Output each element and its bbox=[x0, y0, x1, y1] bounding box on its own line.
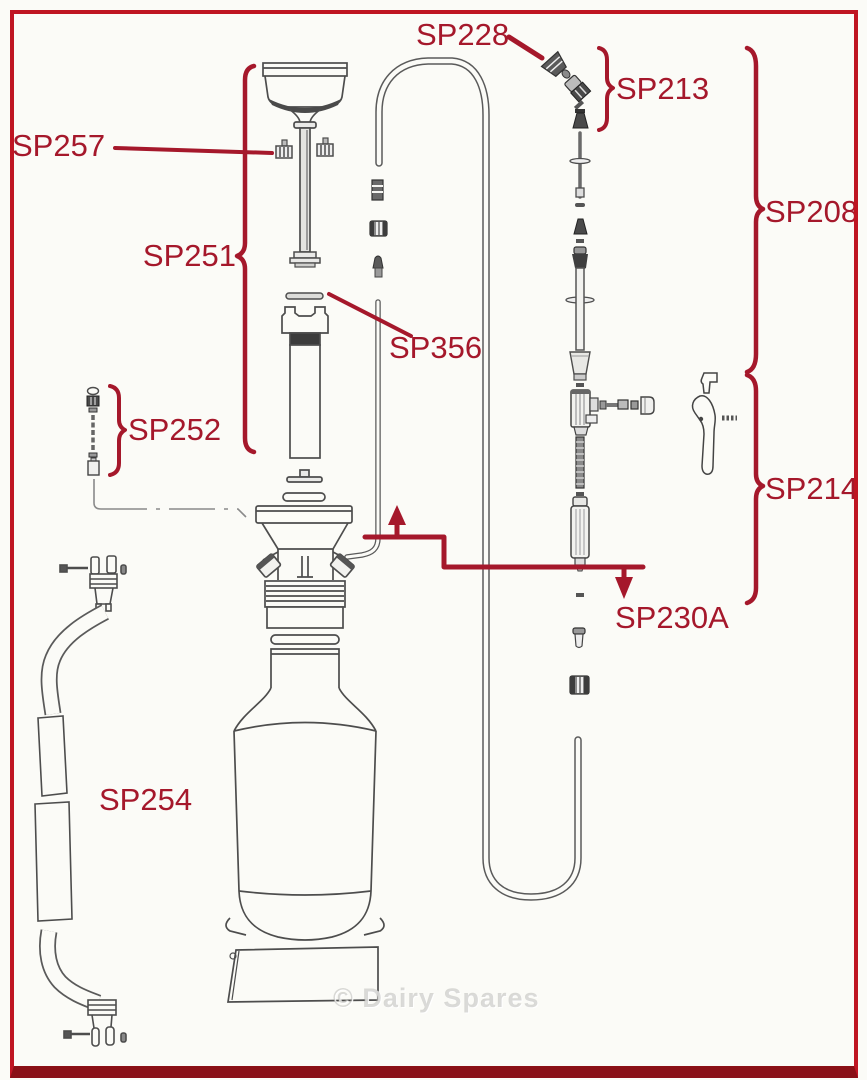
strap-segment-1 bbox=[37, 715, 68, 797]
lance-wand-upper bbox=[569, 131, 591, 243]
pump-rod bbox=[289, 127, 321, 268]
strap-fork-bottom bbox=[87, 999, 117, 1047]
label-sp208: SP208 bbox=[765, 194, 859, 229]
rod-clips bbox=[275, 137, 334, 159]
trigger-lever-group bbox=[691, 372, 737, 475]
base-tray bbox=[227, 946, 379, 1003]
sp214-bracket bbox=[744, 372, 766, 606]
hose-cone-valve bbox=[372, 255, 384, 278]
bottle-foot-right bbox=[363, 917, 385, 936]
sp230a-leader bbox=[362, 534, 646, 570]
red-annotations bbox=[108, 34, 766, 606]
label-sp254: SP254 bbox=[99, 782, 193, 817]
safety-valve-parts bbox=[86, 386, 100, 476]
sp208-bracket bbox=[744, 45, 766, 375]
bottle bbox=[225, 648, 385, 941]
nozzle-oring bbox=[561, 69, 571, 79]
shoulder-strap bbox=[34, 555, 127, 1047]
pump-cylinder bbox=[281, 306, 329, 502]
label-sp230a: SP230A bbox=[615, 600, 729, 635]
piston-seal-disc bbox=[285, 292, 324, 300]
sp252-bracket bbox=[108, 384, 127, 477]
sp213-bracket bbox=[597, 46, 615, 132]
label-sp251: SP251 bbox=[142, 238, 236, 273]
sp257-leader bbox=[113, 146, 274, 155]
sp230a-up-arrow bbox=[388, 505, 406, 540]
label-sp252: SP252 bbox=[128, 412, 222, 447]
lance-threaded-rod bbox=[575, 436, 585, 496]
nozzle-elbow bbox=[564, 74, 592, 103]
label-sp213: SP213 bbox=[616, 71, 710, 106]
hose-connector bbox=[569, 675, 590, 695]
label-sp356: SP356 bbox=[389, 330, 483, 365]
label-sp228: SP228 bbox=[416, 17, 510, 52]
trigger-valve-body bbox=[570, 389, 599, 436]
strap-segment-2 bbox=[34, 801, 73, 922]
sp252-leader-line bbox=[93, 479, 247, 518]
strap-keeper-bottom bbox=[120, 1032, 127, 1043]
hose-washer-stack bbox=[371, 179, 384, 201]
bottle-foot-left bbox=[225, 917, 247, 936]
sp228-leader bbox=[506, 34, 545, 61]
lever-hook bbox=[700, 372, 718, 394]
pump-handle bbox=[262, 62, 348, 129]
strap-pin-top bbox=[59, 564, 68, 573]
spray-hose bbox=[375, 57, 582, 901]
nozzle-cone bbox=[572, 109, 589, 129]
lance-hand-grip bbox=[570, 496, 590, 597]
hose-ribbed-connector bbox=[369, 220, 388, 237]
label-sp214: SP214 bbox=[765, 471, 859, 506]
strap-keeper-top bbox=[120, 564, 127, 575]
sp356-leader bbox=[327, 292, 413, 338]
strap-fork-top bbox=[89, 555, 118, 612]
label-sp257: SP257 bbox=[12, 128, 106, 163]
trigger-lever bbox=[691, 395, 717, 475]
lance-tube bbox=[565, 246, 595, 387]
sp230a-down-arrow bbox=[615, 564, 633, 599]
sp251-bracket bbox=[234, 63, 257, 455]
outlet-valve bbox=[572, 627, 586, 649]
pump-head bbox=[255, 505, 355, 645]
nozzle-spacer bbox=[573, 100, 585, 110]
nozzle-cap bbox=[540, 50, 567, 78]
strap-pin-bottom bbox=[63, 1030, 72, 1039]
valve-side-parts bbox=[599, 396, 655, 415]
watermark: © Dairy Spares bbox=[333, 983, 540, 1013]
